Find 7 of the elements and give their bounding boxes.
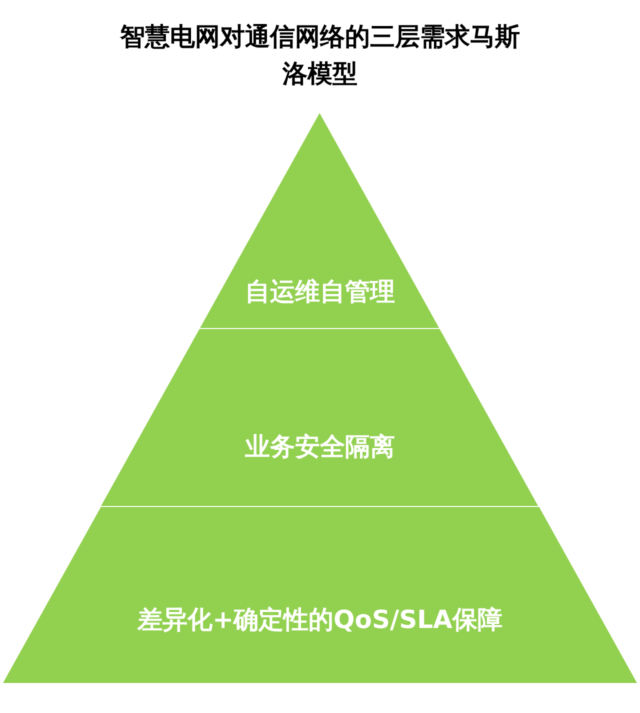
title: 智慧电网对通信网络的三层需求马斯洛模型 <box>120 21 520 90</box>
pyramid-level <box>3 506 637 683</box>
pyramid-top <box>200 113 440 328</box>
level-label: 自运维自管理 <box>244 277 396 307</box>
pyramid-level <box>101 328 539 506</box>
level-label: 差异化+确定性的QoS/SLA保障 <box>136 605 504 635</box>
level-label: 业务安全隔离 <box>244 432 396 462</box>
